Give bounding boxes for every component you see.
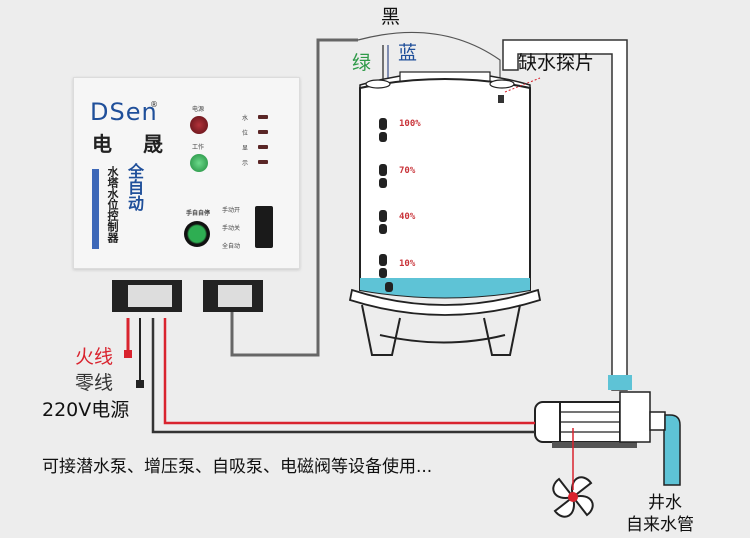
black-arc-wire [357,31,501,80]
level-label: 70% [399,166,416,176]
side-stripe [92,169,99,249]
black-wire-label: 黑 [381,6,401,28]
source-label-well: 井水 [648,493,682,513]
registered-mark: ® [150,100,158,109]
probe-wire [230,38,358,357]
work-led [190,154,208,172]
switch-label: 全自动 [222,243,241,250]
product-title: 水塔水位控制器 [106,166,119,243]
power-source-label: 220V电源 [42,399,130,421]
green-wire-label: 绿 [352,52,372,74]
terminal-block-power [112,280,182,312]
live-wire-label: 火线 [75,346,114,368]
probe-label: 缺水探片 [518,52,595,74]
water-fill [360,278,530,298]
water-tank [348,71,542,356]
pump-neutral-wire [151,318,535,434]
level-indicator-label: 水 [242,115,249,122]
level-led [258,160,268,164]
power-label: 电源 [192,106,205,113]
level-indicator-label: 示 [242,160,249,167]
mode-switch[interactable] [255,206,273,248]
fan-icon [552,476,594,518]
level-led [258,130,268,134]
level-label: 10% [399,259,416,269]
level-indicator-label: 位 [242,130,249,137]
pump-live-wire [163,318,535,425]
brand-chinese: 电 晟 [92,132,175,156]
controller-box: DSen ® 电 晟 全自动 水塔水位控制器 电源 工作 水 位 显 示 手自自… [73,77,300,269]
product-title-blue: 全自动 [125,163,144,211]
blue-wire-label: 蓝 [398,42,418,64]
neutral-wire-label: 零线 [75,372,114,394]
switch-label: 手动关 [222,225,241,232]
power-led [190,116,208,134]
work-label: 工作 [192,144,205,151]
probe-sensor [498,95,504,103]
level-indicator-label: 显 [242,145,249,152]
float-switches [379,118,393,292]
source-label-tap: 自来水管 [626,515,694,535]
reset-button[interactable] [184,221,210,247]
brand-logo: DSen [90,98,158,126]
water-pump [534,391,681,486]
caption: 可接潜水泵、增压泵、自吸泵、电磁阀等设备使用... [42,457,433,477]
level-led [258,115,268,119]
switch-label: 手动开 [222,207,241,214]
inlet-pipe [502,39,632,391]
reset-label: 手自自停 [186,210,211,217]
terminal-block-probe [203,280,263,312]
level-label: 40% [399,212,416,222]
level-label: 100% [399,119,421,129]
level-led [258,145,268,149]
